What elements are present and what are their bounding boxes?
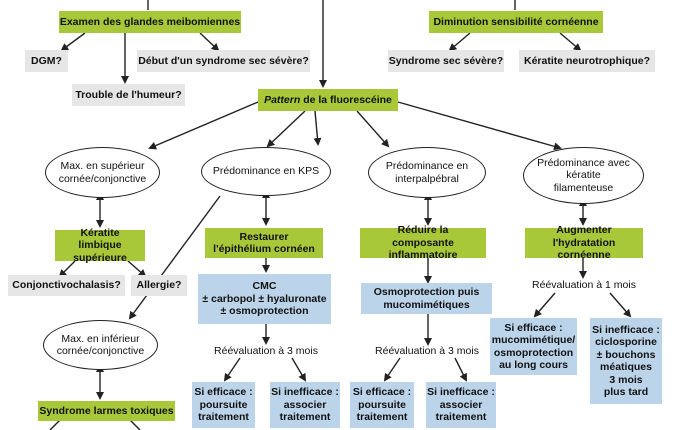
- int-inefficace-line-1: Si inefficace :: [427, 386, 495, 399]
- inf-oval: Max. en inférieur cornée/conjonctive: [43, 320, 158, 370]
- filament-oval: Prédominance avec kératite filamenteuse: [523, 147, 644, 204]
- allergie-box: Allergie?: [131, 275, 187, 296]
- inefficace-right-line-4: méatiques: [600, 361, 652, 373]
- inefficace-right-line-1: Si inefficace :: [592, 323, 660, 336]
- neurotrophique-box: Kératite neurotrophique?: [519, 50, 655, 72]
- inefficace-right-line-3: ± bouchons: [596, 348, 656, 361]
- conjonctivochalasis-box: Conjonctivochalasis?: [8, 275, 125, 296]
- toxiques-box: Syndrome larmes toxiques: [38, 401, 175, 421]
- inefficace-right-box: Si inefficace : ciclosporine ± bouchons …: [590, 318, 662, 404]
- limbique-box: Kératite limbique supérieure: [55, 227, 145, 264]
- int-efficace-line-1: Si efficace :: [352, 386, 412, 399]
- kps-inefficace-line-1: Si inefficace :: [271, 386, 339, 399]
- efficace-right-line-2: mucomimétique/: [491, 334, 576, 346]
- interpal-oval: Prédominance en interpalpébral: [368, 147, 486, 198]
- inefficace-right-line-2: ciclosporine: [595, 336, 657, 348]
- pattern-rest: de la fluorescéine: [300, 93, 392, 106]
- kps-efficace-line-2: poursuite: [199, 398, 248, 411]
- efficace-right-line-1: Si efficace :: [504, 321, 563, 334]
- int-inefficace-box: Si inefficace : associer traitement: [426, 382, 496, 428]
- inefficace-right-line-5: 3 mois: [609, 373, 643, 386]
- kps-efficace-line-1: Si efficace :: [194, 386, 253, 399]
- sensibilite-box: Diminution sensibilité cornéenne: [429, 11, 603, 33]
- int-inefficace-line-3: traitement: [435, 411, 487, 424]
- osmo-box: Osmoprotection puis mucomimétiques: [361, 283, 492, 314]
- sup-oval: Max. en supérieur cornée/conjonctive: [45, 147, 160, 198]
- efficace-right-box: Si efficace : mucomimétique/ osmoprotect…: [490, 318, 577, 375]
- reeval-inter-label: Réévaluation à 3 mois: [375, 345, 479, 358]
- int-efficace-box: Si efficace : poursuite traitement: [350, 382, 414, 428]
- kps-efficace-line-3: traitement: [198, 411, 249, 424]
- kps-efficace-box: Si efficace : poursuite traitement: [192, 382, 255, 428]
- kps-inefficace-box: Si inefficace : associer traitement: [270, 382, 340, 428]
- kps-inefficace-line-2: associer: [283, 398, 327, 411]
- inefficace-right-line-6: plus tard: [603, 386, 649, 398]
- kps-oval: Prédominance en KPS: [201, 147, 331, 196]
- kps-inefficace-line-3: traitement: [279, 411, 331, 424]
- reeval-kps-label: Réévaluation à 3 mois: [214, 345, 318, 358]
- debut-sec-box: Début d'un syndrome sec sévère?: [137, 50, 310, 72]
- pattern-box: Pattern de la fluorescéine: [258, 89, 398, 111]
- humeur-box: Trouble de l'humeur?: [72, 84, 185, 106]
- augmenter-box: Augmenter l'hydratation cornéenne: [525, 224, 643, 261]
- cmc-line-3: ± osmoprotection: [220, 305, 309, 318]
- meibo-box: Examen des glandes meibomiennes: [59, 11, 241, 33]
- cmc-box: CMC ± carbopol ± hyaluronate ± osmoprote…: [198, 274, 331, 324]
- cmc-line-1: CMC: [252, 280, 277, 293]
- reeval-1mois-label: Réévaluation à 1 mois: [532, 279, 636, 292]
- efficace-right-line-4: au long cours: [499, 359, 568, 371]
- efficace-right-line-3: osmoprotection: [493, 346, 574, 359]
- reduire-box: Réduire la composante inflammatoire: [360, 224, 486, 261]
- pattern-italic: Pattern: [264, 93, 301, 106]
- int-efficace-line-2: poursuite: [358, 398, 406, 411]
- int-efficace-line-3: traitement: [356, 411, 408, 424]
- restaurer-box: Restaurer l'épithélium cornéen: [205, 228, 323, 258]
- sec-severe-box: Syndrome sec sévère?: [388, 50, 504, 72]
- cmc-line-2: ± carbopol ± hyaluronate: [202, 292, 327, 305]
- int-inefficace-line-2: associer: [439, 398, 483, 411]
- dgm-box: DGM?: [25, 50, 68, 72]
